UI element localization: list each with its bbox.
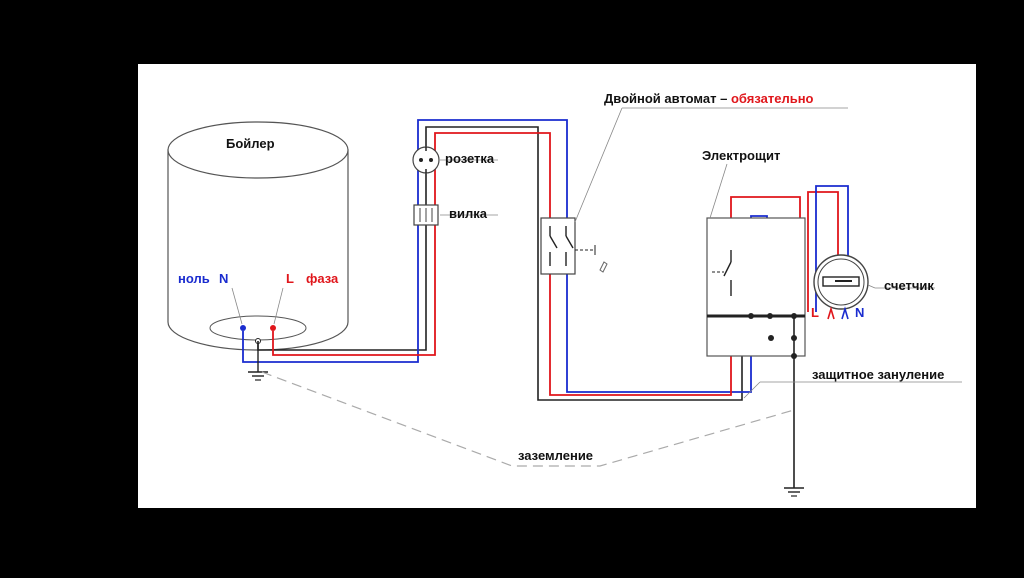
phase-label: фаза bbox=[306, 271, 339, 286]
breaker-label-prefix: Двойной автомат – bbox=[604, 91, 727, 106]
phase-letter: L bbox=[286, 271, 294, 286]
breaker-label: Двойной автомат – обязательно bbox=[604, 91, 814, 106]
meter-N-label: N bbox=[855, 305, 864, 320]
meter-neutral-wire bbox=[815, 185, 849, 312]
protective-neutral-label: защитное зануление bbox=[812, 367, 944, 382]
grounding-label: заземление bbox=[518, 448, 593, 463]
boiler bbox=[167, 121, 349, 351]
earth-wire bbox=[257, 126, 794, 401]
boiler-label: Бойлер bbox=[226, 136, 275, 151]
panel-ground-symbol bbox=[784, 356, 804, 497]
double-breaker bbox=[540, 107, 848, 275]
neutral-letter: N bbox=[219, 271, 228, 286]
grounding-dashed-line bbox=[261, 371, 795, 467]
boiler-phase-terminal bbox=[270, 325, 276, 331]
socket-label: розетка bbox=[445, 151, 495, 166]
plug bbox=[413, 204, 498, 226]
panel-label: Электрощит bbox=[702, 148, 780, 163]
meter-label: счетчик bbox=[884, 278, 934, 293]
neutral-label: ноль bbox=[178, 271, 210, 286]
boiler-ground-symbol bbox=[248, 343, 268, 381]
meter-L-label: L bbox=[811, 305, 819, 320]
boiler-neutral-terminal bbox=[240, 325, 246, 331]
breaker-required-label: обязательно bbox=[731, 91, 814, 106]
electric-meter bbox=[813, 254, 935, 320]
electrical-panel bbox=[706, 163, 806, 359]
socket bbox=[412, 146, 498, 174]
meter-phase-wire bbox=[807, 191, 839, 312]
plug-label: вилка bbox=[449, 206, 488, 221]
